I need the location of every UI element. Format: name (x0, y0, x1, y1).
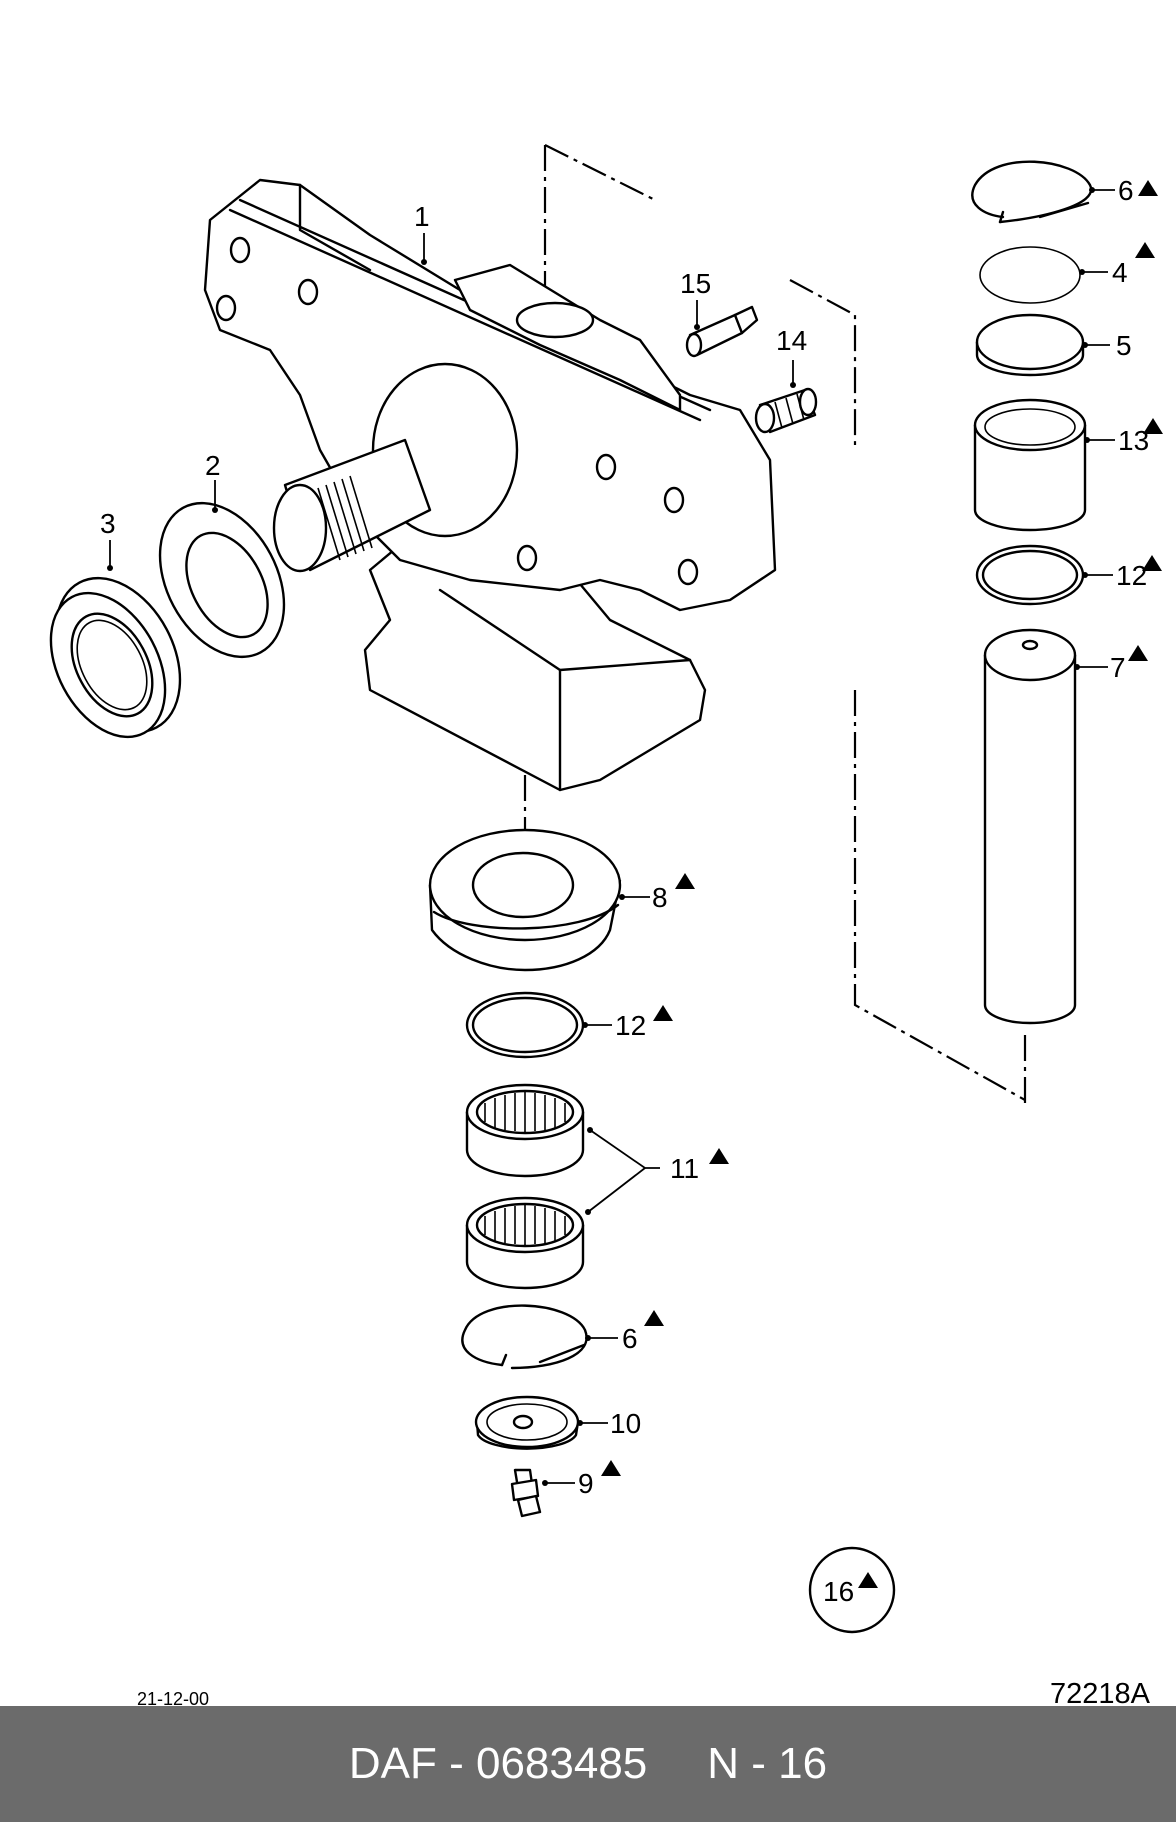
label-6-top: 6 (1118, 175, 1134, 206)
thrust-washer-part (158, 501, 286, 659)
label-5: 5 (1116, 330, 1132, 361)
leader-dots (107, 187, 1095, 1486)
label-8: 8 (652, 882, 668, 913)
footer-page-ref: N - 16 (707, 1739, 828, 1788)
circlip-bottom-part (461, 1304, 588, 1370)
footer-caption: DAF - 0683485 N - 16 (0, 1706, 1176, 1822)
seal-ring-part (49, 576, 182, 739)
thrust-bearing-8-part (428, 828, 622, 972)
leader-lines (109, 189, 1115, 1484)
plug-part (754, 387, 818, 434)
date-code: 21-12-00 (137, 1689, 209, 1706)
bleed-screw-part (685, 305, 759, 358)
circlip-top-part (971, 160, 1093, 224)
drawing-number: 72218A (1050, 1678, 1151, 1706)
label-11: 11 (670, 1153, 699, 1184)
label-9: 9 (578, 1468, 594, 1499)
label-4: 4 (1112, 257, 1128, 288)
king-pin-part (983, 628, 1077, 1025)
label-12-bottom: 12 (615, 1010, 646, 1041)
o-ring-12-bottom-part (465, 991, 585, 1059)
exploded-parts-diagram: 1 2 3 15 14 6 4 5 13 12 7 8 12 11 6 10 9… (49, 144, 1163, 1706)
label-12-top: 12 (1116, 560, 1147, 591)
o-ring-12-top-part (975, 544, 1085, 606)
kit-16-reference: 16 (808, 1546, 896, 1634)
kit-triangle-markers (601, 180, 1163, 1476)
needle-bearing-11-upper-part (465, 1083, 585, 1178)
label-15: 15 (680, 268, 711, 299)
seal-ring-4-part (979, 246, 1081, 304)
label-10: 10 (610, 1408, 641, 1439)
grease-nipple-part (510, 1468, 542, 1518)
label-13: 13 (1118, 425, 1149, 456)
steering-knuckle-part (203, 178, 777, 792)
part-labels: 1 2 3 15 14 6 4 5 13 12 7 8 12 11 6 10 9 (100, 175, 1149, 1499)
label-14: 14 (776, 325, 807, 356)
cover-10-part (474, 1395, 580, 1450)
needle-bearing-11-lower-part (465, 1196, 585, 1290)
footer-bar (0, 1706, 1176, 1822)
label-2: 2 (205, 450, 221, 481)
label-6-bottom: 6 (622, 1323, 638, 1354)
label-3: 3 (100, 508, 116, 539)
footer-part-number: DAF - 0683485 (348, 1739, 648, 1788)
label-1: 1 (414, 201, 430, 232)
cap-5-part (975, 313, 1085, 377)
label-16: 16 (823, 1576, 854, 1607)
label-7: 7 (1110, 652, 1126, 683)
bushing-13-part (973, 398, 1087, 532)
assembly-centerlines (523, 144, 1027, 1105)
